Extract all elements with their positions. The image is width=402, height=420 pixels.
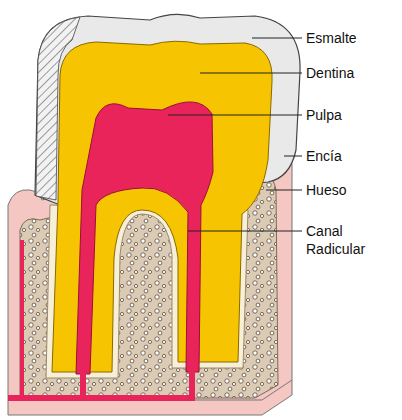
leader-line bbox=[266, 190, 302, 191]
part-label: Pulpa bbox=[306, 106, 396, 124]
part-label: Dentina bbox=[306, 64, 396, 82]
leader-line bbox=[284, 156, 302, 157]
leader-line bbox=[252, 38, 302, 39]
leader-lines bbox=[168, 38, 302, 231]
leader-line bbox=[188, 231, 302, 232]
vessel bbox=[20, 240, 24, 396]
part-label: Hueso bbox=[306, 181, 396, 199]
leader-line bbox=[200, 73, 302, 74]
part-label: Canal Radicular bbox=[306, 222, 386, 258]
leader-line bbox=[168, 115, 302, 116]
vessel bbox=[8, 372, 83, 398]
vessel bbox=[83, 370, 192, 398]
part-label: Encía bbox=[306, 147, 396, 165]
pulp bbox=[76, 102, 213, 374]
part-label: Esmalte bbox=[306, 29, 396, 47]
